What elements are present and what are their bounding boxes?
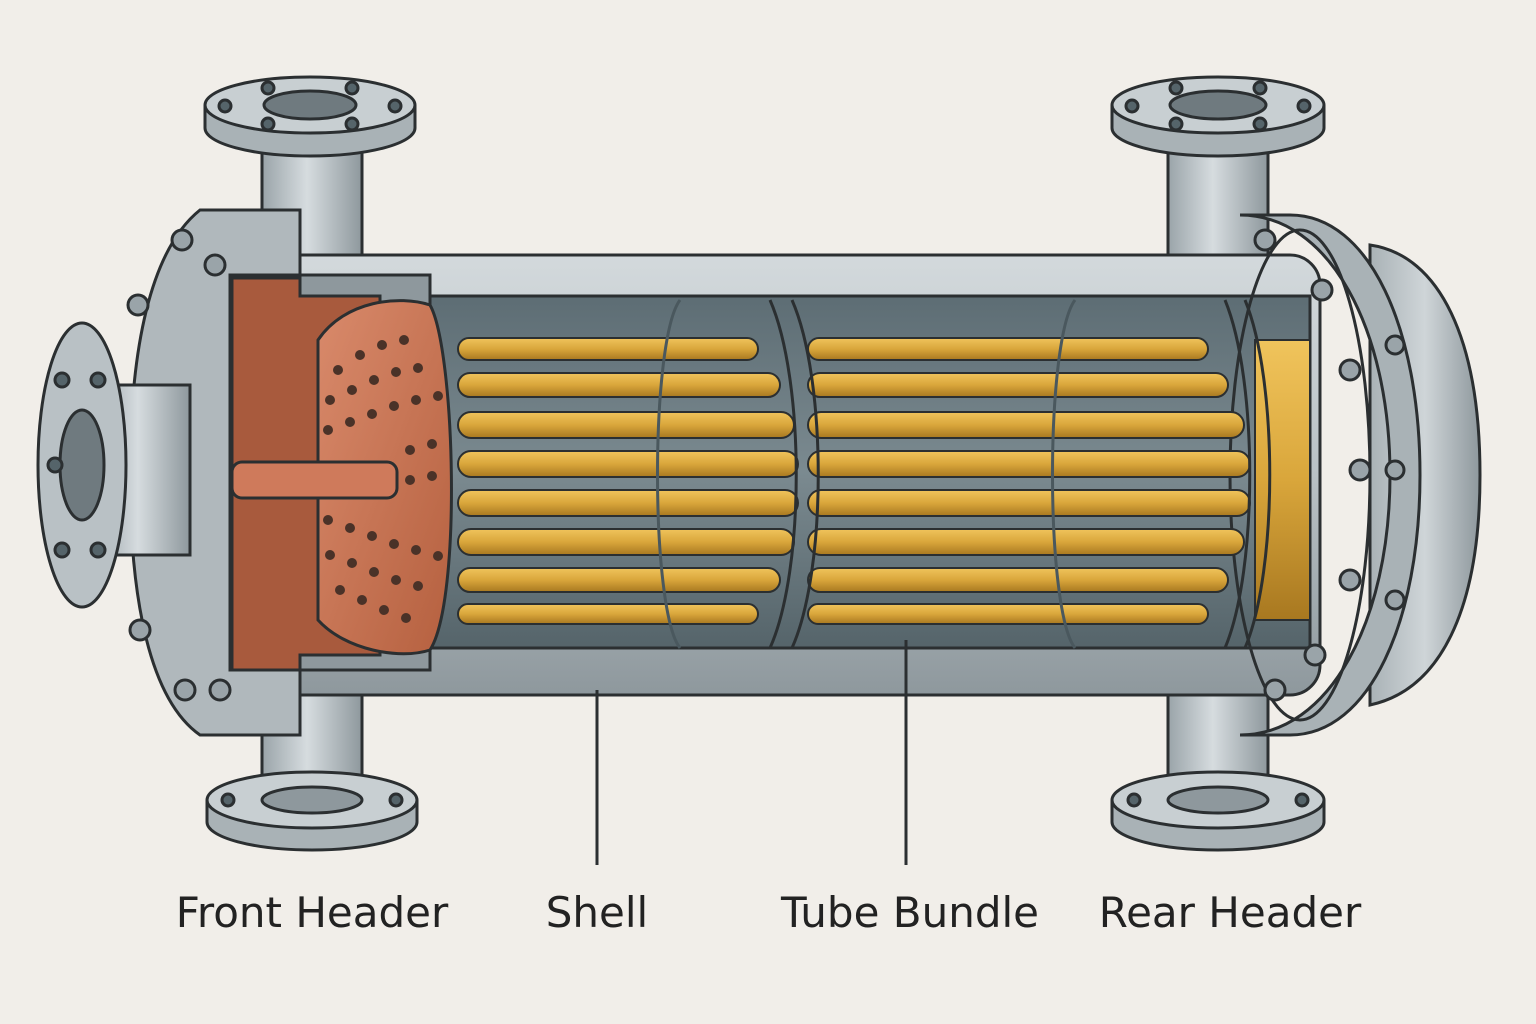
baffles bbox=[656, 299, 1272, 649]
top-left-nozzle bbox=[203, 75, 417, 272]
bottom-right-nozzle bbox=[1110, 688, 1326, 852]
label-shell: Shell bbox=[545, 888, 649, 937]
label-leaders bbox=[595, 640, 908, 865]
tube-bundle bbox=[457, 337, 1311, 625]
label-front-header: Front Header bbox=[175, 888, 449, 937]
front-header-cutaway bbox=[230, 276, 453, 672]
label-tube-bundle: Tube Bundle bbox=[781, 888, 1039, 937]
tubesheet-holes bbox=[323, 335, 443, 623]
front-inlet-nozzle bbox=[36, 321, 192, 609]
top-right-nozzle bbox=[1110, 75, 1326, 272]
label-rear-header: Rear Header bbox=[1098, 888, 1362, 937]
